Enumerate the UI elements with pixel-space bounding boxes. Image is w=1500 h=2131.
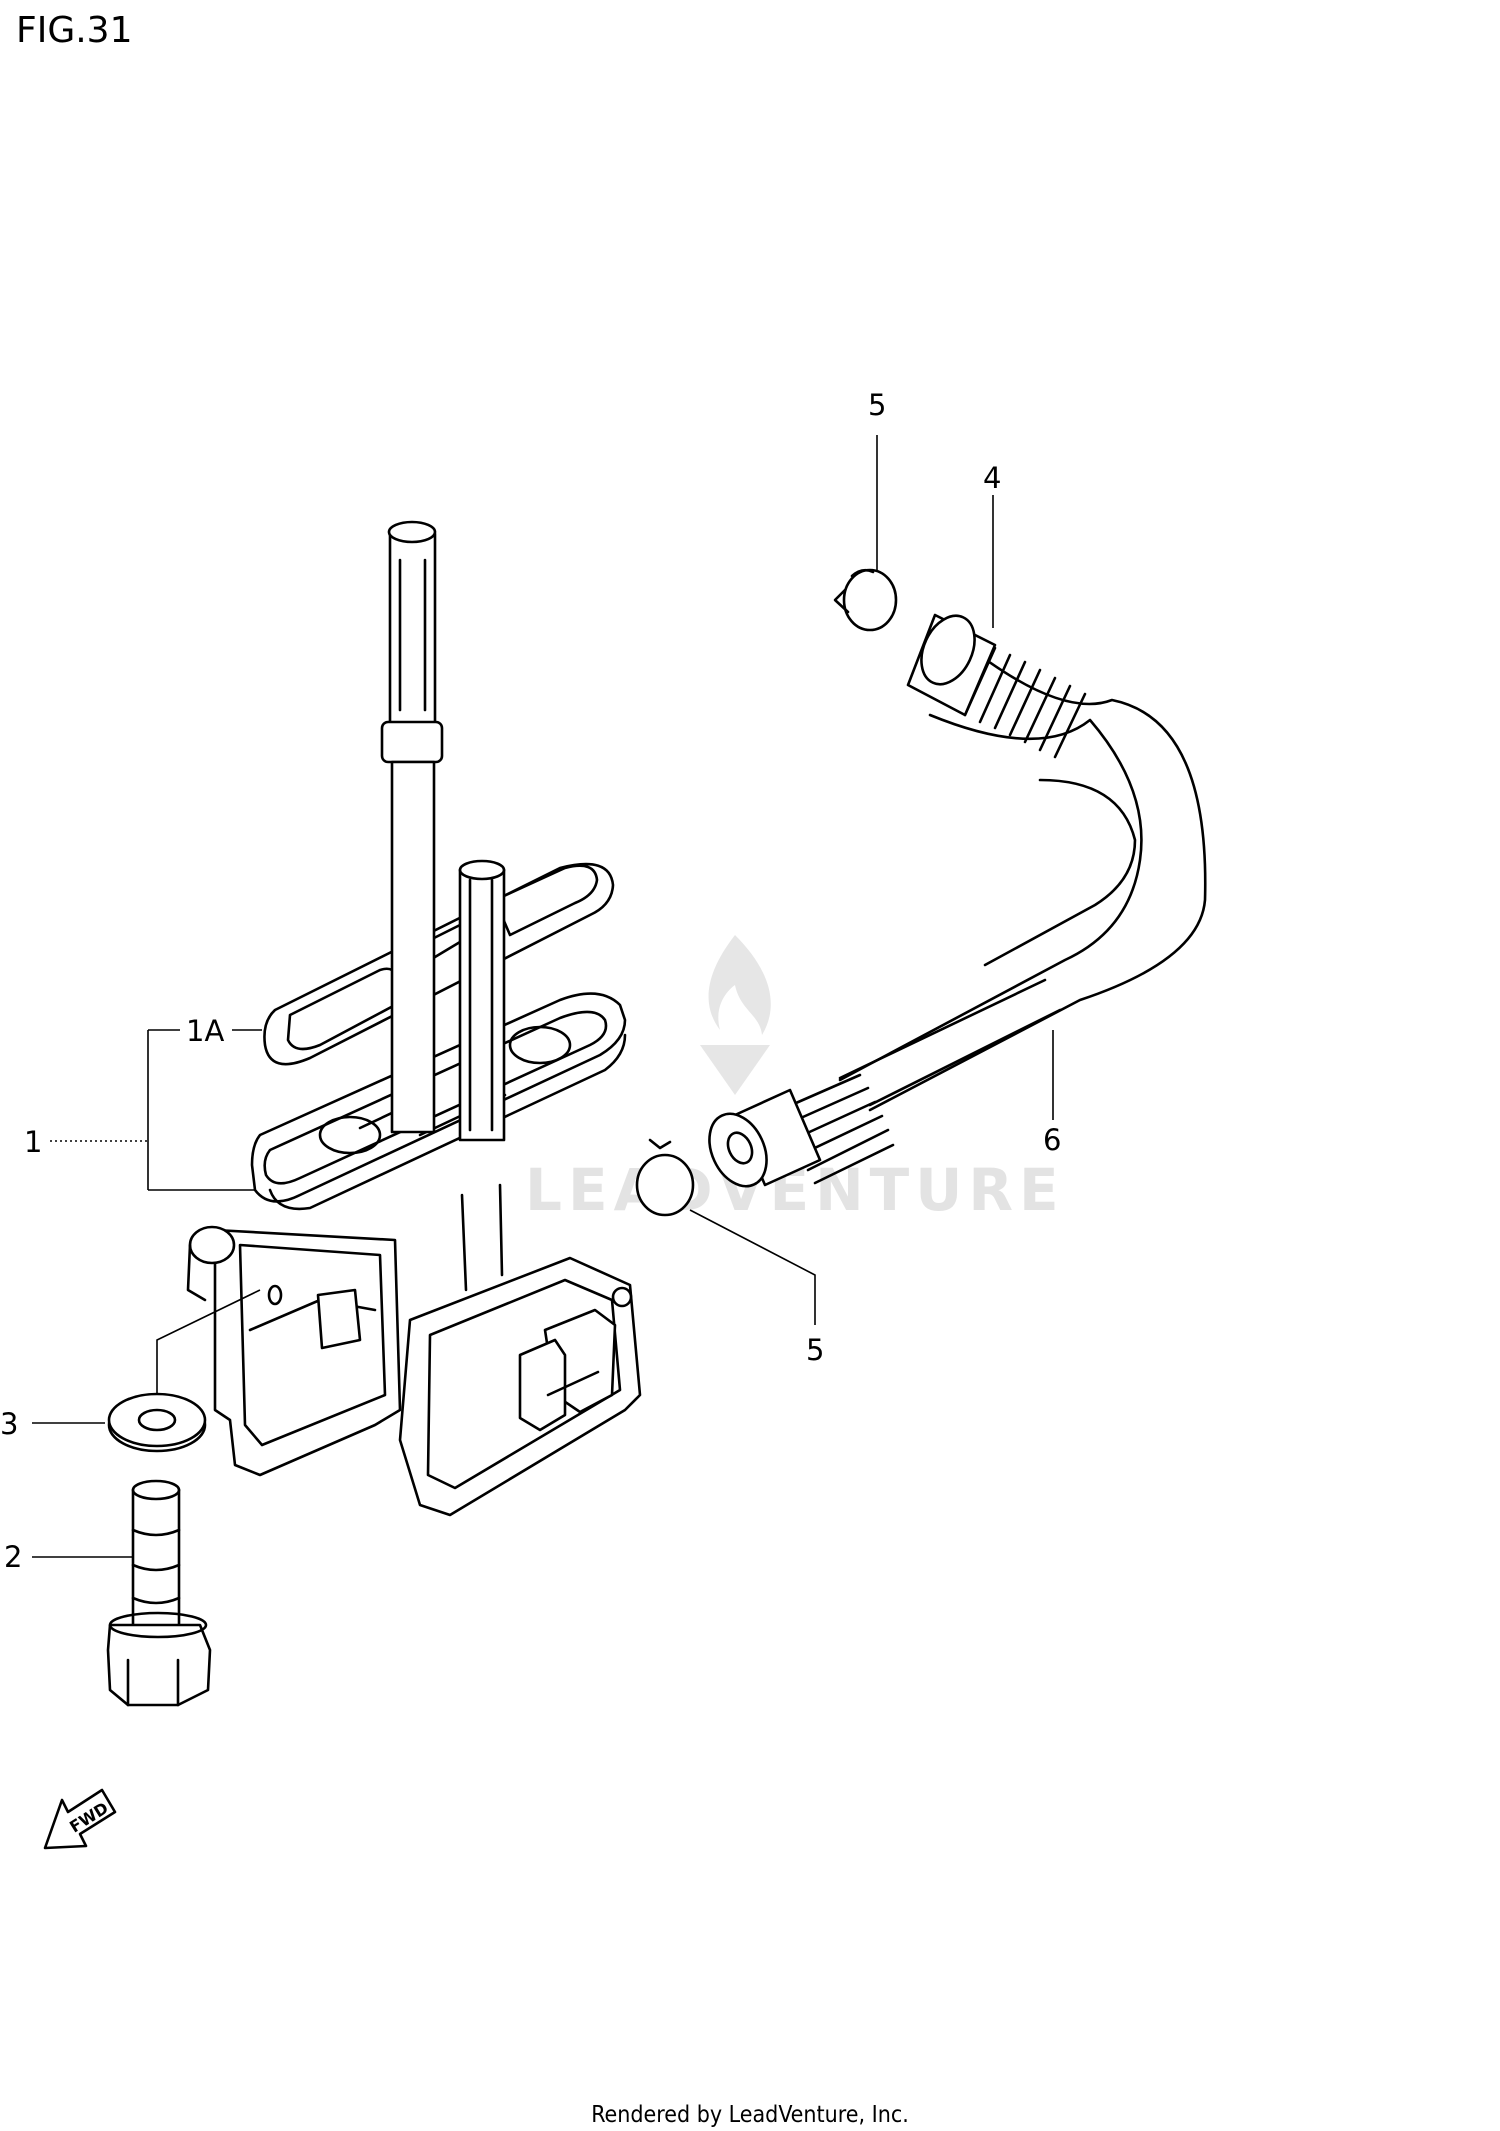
figure-title: FIG.31 — [16, 10, 132, 51]
bolt — [106, 1479, 212, 1707]
callout-3: 3 — [0, 1407, 18, 1441]
watermark: LEADVENTURE — [525, 935, 1059, 1224]
fuel-cock-assembly — [186, 1183, 642, 1517]
callout-5-top: 5 — [868, 388, 886, 422]
callout-4: 4 — [983, 461, 1001, 495]
fwd-arrow-icon: FWD — [43, 1788, 117, 1850]
filter-tube — [380, 520, 444, 1134]
watermark-flame-icon — [700, 935, 771, 1095]
washer — [107, 1392, 207, 1453]
callout-1: 1 — [24, 1125, 42, 1159]
clamp-upper — [833, 568, 898, 632]
clamp-lower — [635, 1138, 695, 1217]
leader-lines — [32, 435, 1054, 1558]
callout-2: 2 — [4, 1540, 22, 1574]
callouts: 1 1A 2 3 4 5 5 6 — [0, 388, 1061, 1574]
hose-lower-ribs — [778, 1073, 895, 1185]
footer-credit: Rendered by LeadVenture, Inc. — [591, 2102, 909, 2128]
reserve-tube — [458, 859, 506, 1142]
callout-5-bottom: 5 — [806, 1333, 824, 1367]
callout-6: 6 — [1043, 1123, 1061, 1157]
fuel-hose — [708, 613, 1207, 1188]
callout-1A: 1A — [186, 1014, 224, 1048]
